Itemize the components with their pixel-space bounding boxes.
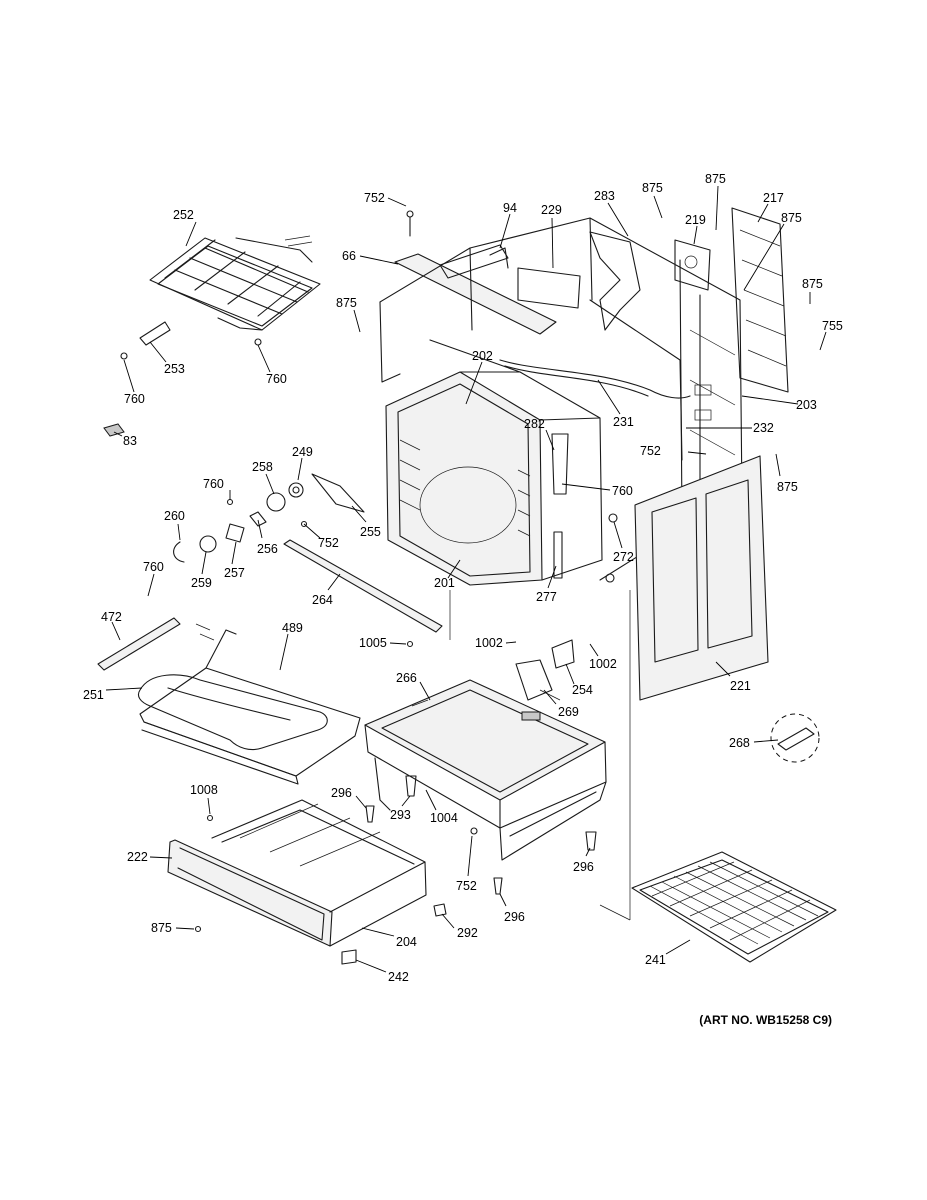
- callout-1004: 1004: [430, 811, 458, 825]
- detail-268-drawing: [770, 713, 820, 763]
- callout-283: 283: [594, 189, 615, 203]
- callout-296: 296: [504, 910, 525, 924]
- callout-219: 219: [685, 213, 706, 227]
- callout-253: 253: [164, 362, 185, 376]
- callout-875: 875: [642, 181, 663, 195]
- callout-269: 269: [558, 705, 579, 719]
- callout-256: 256: [257, 542, 278, 556]
- callout-242: 242: [388, 970, 409, 984]
- callout-875: 875: [705, 172, 726, 186]
- rail-264-drawing: [283, 539, 443, 633]
- callout-760: 760: [266, 372, 287, 386]
- callout-241: 241: [645, 953, 666, 967]
- callout-296: 296: [573, 860, 594, 874]
- callout-1008: 1008: [190, 783, 218, 797]
- callout-231: 231: [613, 415, 634, 429]
- bracket-254-drawing: [551, 639, 575, 669]
- callout-252: 252: [173, 208, 194, 222]
- callout-229: 229: [541, 203, 562, 217]
- callout-1005: 1005: [359, 636, 387, 650]
- callout-202: 202: [472, 349, 493, 363]
- callout-277: 277: [536, 590, 557, 604]
- callout-203: 203: [796, 398, 817, 412]
- callout-66: 66: [342, 249, 356, 263]
- callout-254: 254: [572, 683, 593, 697]
- callout-259: 259: [191, 576, 212, 590]
- callout-83: 83: [123, 434, 137, 448]
- callout-752: 752: [640, 444, 661, 458]
- callout-760: 760: [143, 560, 164, 574]
- callout-272: 272: [613, 550, 634, 564]
- callout-752: 752: [364, 191, 385, 205]
- callout-489: 489: [282, 621, 303, 635]
- callout-201: 201: [434, 576, 455, 590]
- callout-875: 875: [777, 480, 798, 494]
- callout-204: 204: [396, 935, 417, 949]
- callout-249: 249: [292, 445, 313, 459]
- callout-251: 251: [83, 688, 104, 702]
- callout-labels: 752 94 229 283 875 875 219 217 875 252 6…: [83, 172, 843, 984]
- part-83-clip-drawing: [103, 423, 125, 437]
- callout-221: 221: [730, 679, 751, 693]
- callout-232: 232: [753, 421, 774, 435]
- callout-875: 875: [336, 296, 357, 310]
- callout-222: 222: [127, 850, 148, 864]
- storage-drawer-drawing: [167, 799, 447, 965]
- callout-258: 258: [252, 460, 273, 474]
- callout-755: 755: [822, 319, 843, 333]
- bake-element-drawing: [97, 617, 361, 785]
- drawer-housing-drawing: [364, 679, 607, 861]
- callout-760: 760: [124, 392, 145, 406]
- callout-472: 472: [101, 610, 122, 624]
- callout-260: 260: [164, 509, 185, 523]
- side-panel-drawing: [634, 455, 769, 701]
- top-brace-drawing: [394, 210, 557, 335]
- callout-875: 875: [781, 211, 802, 225]
- bracket-269-drawing: [515, 659, 553, 701]
- leveling-legs-drawing: [365, 775, 597, 895]
- callout-292: 292: [457, 926, 478, 940]
- callout-1002: 1002: [589, 657, 617, 671]
- burner-assembly-drawing: [173, 473, 365, 563]
- callout-264: 264: [312, 593, 333, 607]
- callout-752: 752: [318, 536, 339, 550]
- callout-217: 217: [763, 191, 784, 205]
- art-number-label: (ART NO. WB15258 C9): [699, 1013, 832, 1027]
- callout-293: 293: [390, 808, 411, 822]
- oven-liner-drawing: [385, 339, 691, 586]
- callout-752: 752: [456, 879, 477, 893]
- callout-296: 296: [331, 786, 352, 800]
- callout-760: 760: [612, 484, 633, 498]
- callout-268: 268: [729, 736, 750, 750]
- callout-282: 282: [524, 417, 545, 431]
- broil-element-drawing: [120, 235, 321, 360]
- callout-875: 875: [802, 277, 823, 291]
- callout-760: 760: [203, 477, 224, 491]
- callout-257: 257: [224, 566, 245, 580]
- callout-94: 94: [503, 201, 517, 215]
- callout-255: 255: [360, 525, 381, 539]
- callout-266: 266: [396, 671, 417, 685]
- oven-rack-drawing: [631, 851, 837, 963]
- callout-1002: 1002: [475, 636, 503, 650]
- callout-875: 875: [151, 921, 172, 935]
